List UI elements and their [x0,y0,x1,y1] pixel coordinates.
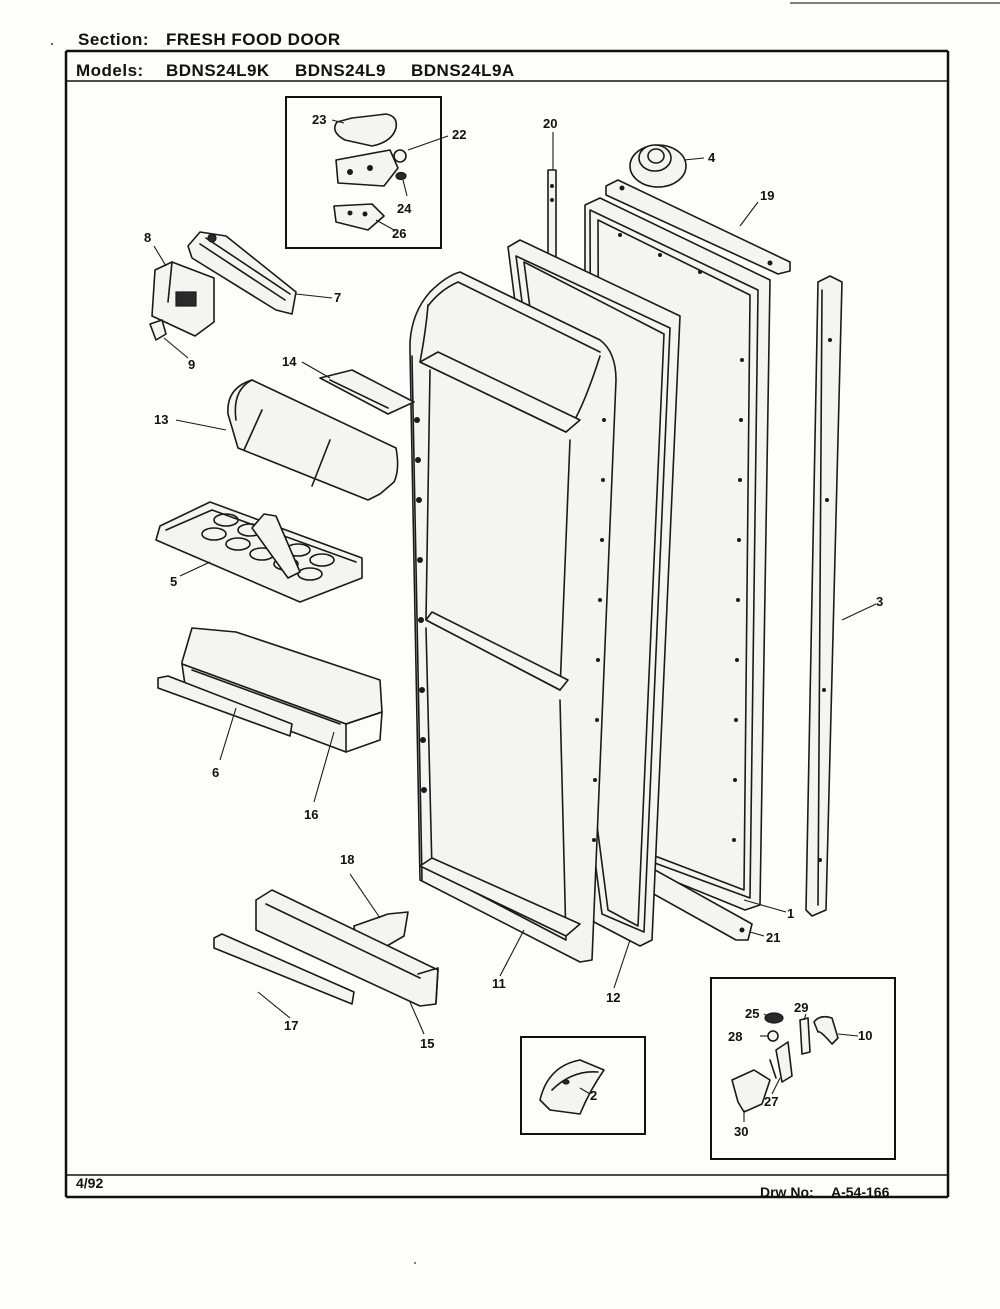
section-label: Section: [78,30,150,49]
section-title: FRESH FOOD DOOR [166,30,341,49]
revision-date: 4/92 [76,1175,104,1191]
light-switch-assembly [187,231,297,315]
callout-7: 7 [334,290,341,305]
shim-plate [333,203,385,231]
small-tray [319,369,415,415]
inner-door-liner [409,271,617,963]
dairy-compartment-door [227,379,399,501]
lower-trim-strip [213,933,355,1005]
callout-20: 20 [543,116,557,131]
callout-13: 13 [154,412,168,427]
egg-tray [155,501,363,603]
callout-14: 14 [282,354,297,369]
callout-labels: 23 22 24 26 20 4 19 8 7 9 14 13 5 3 6 16… [144,112,883,1139]
clip [149,319,167,341]
door-plug [629,144,687,188]
door-side-rail [805,275,843,917]
callout-28: 28 [728,1029,742,1044]
switch-box [151,261,215,337]
callout-26: 26 [392,226,406,241]
callout-27: 27 [764,1094,778,1109]
callout-3: 3 [876,594,883,609]
callout-22: 22 [452,127,466,142]
top-bracket [605,179,791,275]
model-number: BDNS24L9K [166,61,270,80]
washer [395,171,407,181]
callout-4: 4 [708,150,716,165]
callout-16: 16 [304,807,318,822]
diagram-frame [64,49,950,1199]
callout-18: 18 [340,852,354,867]
callout-23: 23 [312,112,326,127]
callout-30: 30 [734,1124,748,1139]
callout-1: 1 [787,906,794,921]
hinge-pin [393,149,407,163]
callout-29: 29 [794,1000,808,1015]
callout-25: 25 [745,1006,759,1021]
callout-24: 24 [397,201,412,216]
callout-8: 8 [144,230,151,245]
callout-21: 21 [766,930,780,945]
callout-17: 17 [284,1018,298,1033]
hinge-parts-inset [710,977,896,1160]
callout-10: 10 [858,1028,872,1043]
bracket-inset [520,1036,646,1135]
callout-5: 5 [170,574,177,589]
bin-trim-strip [157,675,293,737]
callout-15: 15 [420,1036,434,1051]
callout-6: 6 [212,765,219,780]
hinge-cap-inset [285,96,442,249]
hinge-cap [334,113,398,147]
model-number: BDNS24L9 [295,61,386,80]
model-number: BDNS24L9A [411,61,515,80]
models-label: Models: [76,61,144,80]
callout-12: 12 [606,990,620,1005]
leader-lines [153,119,877,1122]
callout-11: 11 [492,976,506,991]
callout-19: 19 [760,188,774,203]
callout-9: 9 [188,357,195,372]
callout-2: 2 [590,1088,597,1103]
lower-door-bin [255,889,439,1007]
